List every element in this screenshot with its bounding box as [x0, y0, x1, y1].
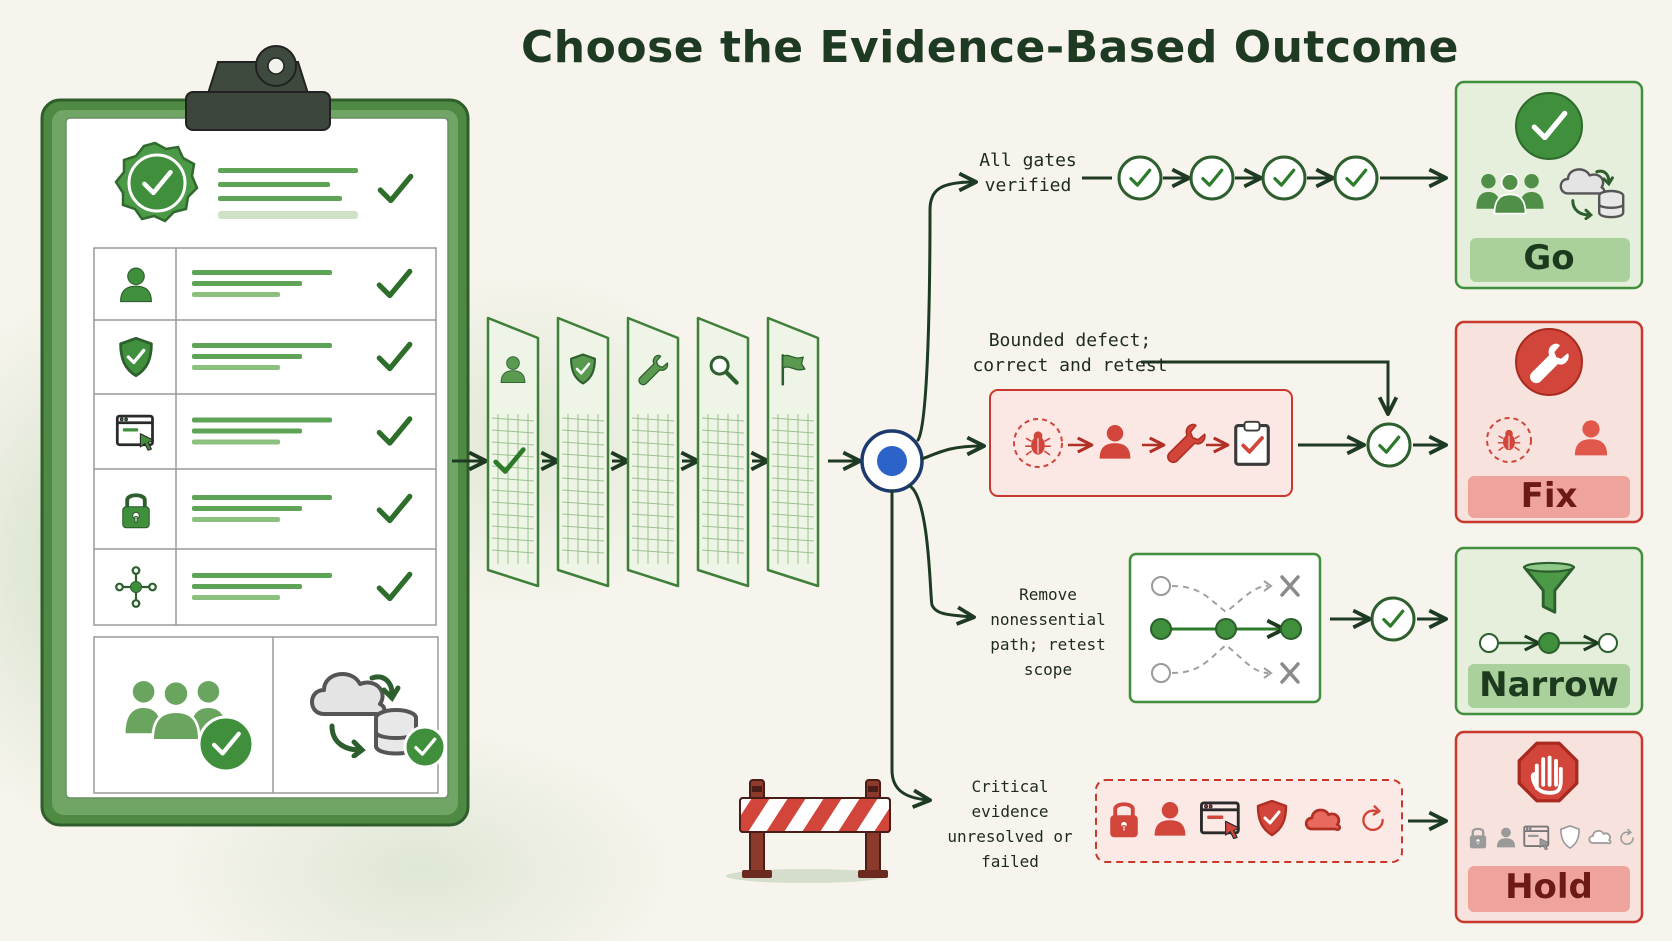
outcome-label-hold: Hold: [1505, 867, 1593, 907]
outcome-card-hold: [1454, 730, 1644, 924]
row-text-line: [192, 354, 302, 359]
gate-card-panel: [486, 316, 540, 588]
fix-retest-flow: [989, 360, 1448, 497]
branch-label-hold: Critical evidence unresolved or failed: [930, 774, 1090, 874]
branch-label-hold-line-2: unresolved or failed: [947, 827, 1073, 871]
checklist-row: [115, 566, 410, 608]
go-team-icon: [1475, 173, 1545, 215]
row-text-line: [192, 439, 280, 445]
gate-card: [696, 316, 750, 588]
checklist-row-layer: [115, 267, 410, 608]
row-text-line: [192, 292, 280, 297]
bug-defect-icon: [1013, 418, 1063, 468]
branch-label-go: All gates verified: [968, 148, 1088, 198]
narrow-verified-check-icon: [1370, 596, 1416, 642]
gate-card: [766, 316, 820, 588]
checklist-row: [115, 414, 409, 452]
branch-label-hold-line-1: Critical evidence: [971, 777, 1049, 821]
branch-label-narrow-line-2: path; retest scope: [990, 635, 1106, 679]
go-gate-chain: [1082, 155, 1448, 201]
removed-path-x-icon: [1280, 575, 1300, 684]
narrow-path-icon: [1479, 632, 1618, 654]
hold-stop-hand-icon: [1517, 741, 1579, 803]
branch-label-go-line-2: verified: [984, 175, 1072, 196]
go-gate-check-icon: [1189, 155, 1235, 201]
outcome-card-narrow: [1454, 546, 1644, 716]
branch-label-go-line-1: All gates: [979, 150, 1077, 171]
gate-card: [486, 316, 540, 588]
branch-lines: [890, 171, 986, 809]
row-text-line: [192, 573, 332, 578]
row-text-line: [192, 343, 332, 348]
gate-card: [626, 316, 680, 588]
branch-label-narrow: Remove nonessential path; retest scope: [966, 582, 1130, 682]
row-text-line: [192, 584, 302, 589]
branch-label-fix-line-1: Bounded defect;: [988, 330, 1152, 351]
checklist-row: [118, 336, 410, 378]
outcome-label-fix: Fix: [1520, 476, 1578, 516]
team-verified-check-icon: [197, 715, 255, 773]
checklist-row: [120, 493, 410, 530]
approval-seal-icon: [114, 141, 199, 223]
row-text-line: [192, 595, 280, 600]
row-text-line: [192, 365, 280, 370]
row-text-line: [192, 270, 332, 275]
checklist-clipboard: [40, 45, 470, 827]
road-barrier-icon: [726, 779, 891, 883]
row-text-line: [192, 517, 280, 522]
gate-card-layer: [486, 316, 820, 588]
seal-text-lines: [218, 168, 358, 219]
checklist-rows: [93, 247, 437, 626]
checklist-row: [120, 267, 410, 303]
clipboard-clip: [185, 45, 331, 131]
outcome-card-go: [1454, 80, 1644, 290]
gate-card-panel: [696, 316, 750, 588]
retest-clipboard-icon: [1233, 419, 1271, 467]
row-text-line: [192, 495, 332, 500]
outcome-label-go: Go: [1523, 238, 1575, 278]
gate-card-grid: [701, 414, 745, 564]
data-verified-check-icon: [403, 725, 447, 769]
gate-card-grid: [491, 414, 535, 564]
go-gate-check-icon: [1117, 155, 1163, 201]
gate-card-grid: [561, 414, 605, 564]
gate-card-grid: [631, 414, 675, 564]
hold-flow: [1095, 779, 1448, 863]
outcome-label-narrow: Narrow: [1479, 665, 1619, 705]
gate-card-panel: [556, 316, 610, 588]
outcome-card-fix: [1454, 320, 1644, 524]
team-and-data-panel: [93, 636, 447, 794]
decision-node: [860, 429, 924, 493]
row-text-line: [192, 417, 332, 423]
go-gate-check-icon: [1261, 155, 1307, 201]
fix-verified-check-icon: [1366, 422, 1412, 468]
gate-card-panel: [626, 316, 680, 588]
row-text-line: [192, 281, 302, 286]
row-text-line: [192, 506, 302, 511]
go-gate-check-icon: [1333, 155, 1379, 201]
narrow-scope-flow: [1128, 552, 1448, 704]
branch-label-fix: Bounded defect; correct and retest: [960, 328, 1180, 378]
gate-card: [556, 316, 610, 588]
row-text-line: [192, 428, 302, 434]
gate-card-grid: [771, 414, 815, 564]
gate-card-panel: [766, 316, 820, 588]
branch-label-fix-line-2: correct and retest: [972, 355, 1168, 376]
page-title: Choose the Evidence-Based Outcome: [521, 22, 1459, 73]
branch-label-narrow-line-1: Remove nonessential: [990, 585, 1106, 629]
